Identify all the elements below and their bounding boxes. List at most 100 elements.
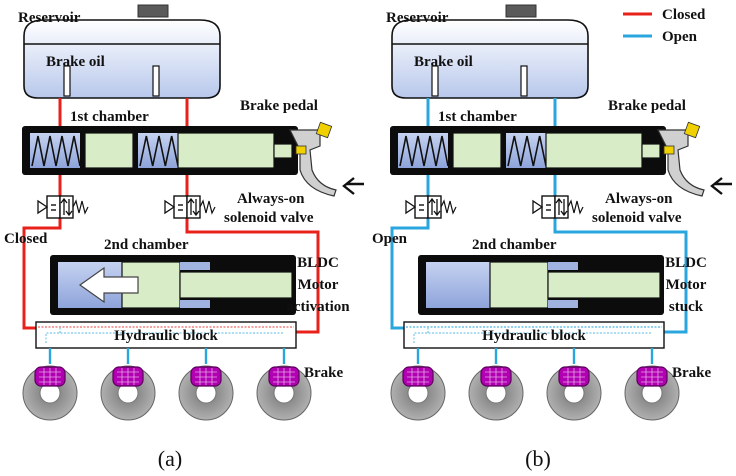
brake-oil-label: Brake oil <box>46 54 105 70</box>
valve-actuator-icon <box>164 199 176 215</box>
legend-closed-label: Closed <box>662 7 706 23</box>
reservoir-tube <box>152 65 160 97</box>
valve-cell-left <box>541 195 556 219</box>
valve-cell-right <box>427 195 442 219</box>
pedal-pivot-icon <box>683 121 701 139</box>
valve-arrow-icon <box>560 199 568 217</box>
valve-label-line1: Always-on <box>237 191 305 207</box>
brake-oil-label: Brake oil <box>414 54 473 70</box>
spring-icon <box>399 135 449 167</box>
spring-icon <box>507 135 547 167</box>
reservoir-tank <box>23 19 221 99</box>
second-piston <box>489 261 549 309</box>
reservoir-label: Reservoir <box>386 10 449 26</box>
valve-arrow-icon <box>555 197 563 215</box>
reservoir-cap <box>137 4 169 18</box>
second-chamber-label: 2nd chamber <box>472 237 557 253</box>
reservoir-tube <box>431 65 439 97</box>
motor-label-line: Motor <box>298 277 339 293</box>
caliper-hatch <box>641 368 663 385</box>
motor-label-line: BLDC <box>665 255 707 271</box>
motor-label-line: activation <box>286 299 350 315</box>
caliper-hatch <box>195 368 217 385</box>
valve-arrow-icon <box>192 199 200 217</box>
second-chamber-label: 2nd chamber <box>104 237 189 253</box>
hydraulic-block-label: Hydraulic block <box>114 328 218 344</box>
legend: Closed Open <box>623 7 706 45</box>
pedal-sensor-icon <box>663 145 675 155</box>
brake-caliper <box>468 365 524 421</box>
valve-cell-left <box>46 195 61 219</box>
motor-label-line: stuck <box>669 299 704 315</box>
piston-rod <box>177 132 275 169</box>
caliper-hatch <box>39 368 61 385</box>
valve-arrow-icon <box>428 197 436 215</box>
second-bore-gap <box>548 300 578 308</box>
first-chamber-label: 1st chamber <box>438 109 517 125</box>
hydraulic-channel <box>45 327 284 343</box>
valve-actuator-icon <box>37 199 49 215</box>
second-piston-rod <box>179 271 293 299</box>
second-bore-gap <box>548 262 578 270</box>
solenoid-valve-left <box>405 195 457 219</box>
solenoid-valve-right <box>164 195 216 219</box>
brake-caliper <box>178 365 234 421</box>
spring-icon <box>31 135 81 167</box>
valve-spring-icon <box>567 199 584 215</box>
motor-label-line: BLDC <box>297 255 339 271</box>
foot-arrow-icon <box>342 177 364 195</box>
brake-caliper <box>624 365 680 421</box>
valve-cell-left <box>414 195 429 219</box>
caliper-hatch <box>273 368 295 385</box>
fluid-line <box>22 218 62 330</box>
valve-state-label: Closed <box>4 231 48 247</box>
pedal-sensor-icon <box>295 145 307 155</box>
reservoir-tube <box>63 65 71 97</box>
reservoir-cap <box>505 4 537 18</box>
valve-state-label: Open <box>372 231 408 247</box>
brake-caliper <box>390 365 446 421</box>
valve-cell-right <box>59 195 74 219</box>
brake-pedal-icon <box>289 121 364 197</box>
valve-spring-icon <box>440 199 457 215</box>
caliper-hatch <box>563 368 585 385</box>
first-chamber-label: 1st chamber <box>70 109 149 125</box>
caliper-hatch <box>485 368 507 385</box>
brake-label: Brake <box>672 365 712 381</box>
motor-label-line: Motor <box>666 277 707 293</box>
caliper-hatch <box>407 368 429 385</box>
panel-caption: (a) <box>158 446 182 471</box>
piston-primary <box>84 132 134 169</box>
panel-caption: (b) <box>525 446 551 471</box>
brake-label: Brake <box>304 365 344 381</box>
reservoir-tube <box>520 65 528 97</box>
valve-label-line2: solenoid valve <box>224 210 314 226</box>
valve-actuator-icon <box>405 199 417 215</box>
brake-pedal-icon <box>657 121 732 197</box>
solenoid-valve-right <box>532 195 584 219</box>
valve-arrow-icon <box>187 197 195 215</box>
fluid-line <box>185 218 320 334</box>
valve-spring-icon <box>72 199 89 215</box>
valve-label-line2: solenoid valve <box>592 210 682 226</box>
valve-arrow-icon <box>60 197 68 215</box>
second-bore-gap <box>180 300 210 308</box>
brake-caliper <box>100 365 156 421</box>
valve-cell-left <box>173 195 188 219</box>
solenoid-valve-left <box>37 195 89 219</box>
legend-open-label: Open <box>662 29 698 45</box>
caliper-hatch <box>117 368 139 385</box>
valve-arrow-icon <box>65 199 73 217</box>
piston-arrow-icon <box>78 266 139 304</box>
valve-cell-right <box>554 195 569 219</box>
fluid-line <box>553 218 688 334</box>
brake-caliper <box>22 365 78 421</box>
spring-icon <box>139 135 179 167</box>
valve-cell-right <box>186 195 201 219</box>
hydraulic-channel <box>413 327 652 343</box>
hydraulic-block-label: Hydraulic block <box>482 328 586 344</box>
valve-spring-icon <box>199 199 216 215</box>
second-bore <box>426 262 490 308</box>
